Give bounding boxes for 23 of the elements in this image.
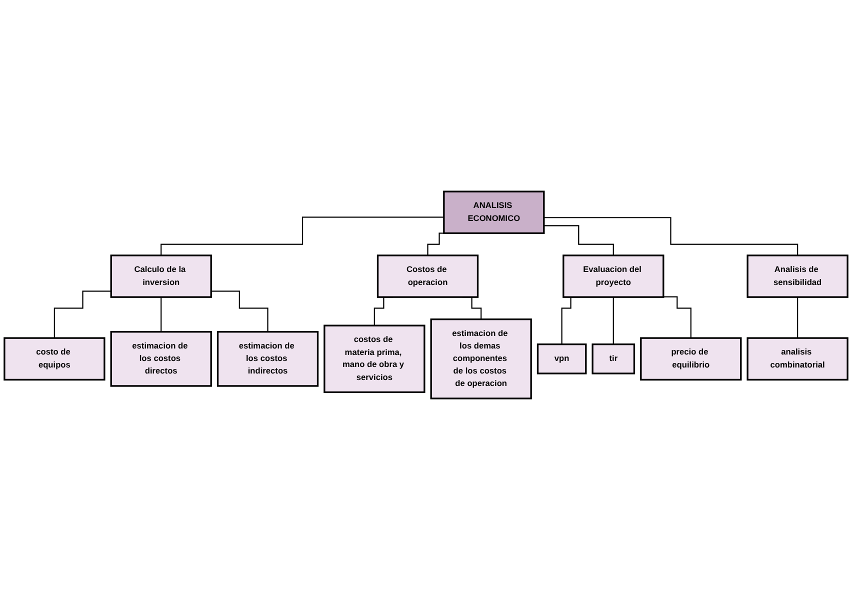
node-box: Analisis de sensibilidad [746, 254, 848, 298]
connector [160, 216, 444, 256]
node-box: costo de equipos [4, 337, 106, 381]
node-box: estimacion de los costos directos [110, 330, 212, 387]
node-box: vpn [536, 343, 587, 374]
node-box: Evaluacion del proyecto [562, 254, 664, 298]
node-box: tir [592, 343, 636, 374]
node-box: estimacion de los demas componentes de los costos de operacion [430, 318, 532, 400]
connector [211, 290, 268, 332]
connector [612, 296, 614, 345]
node-box: estimacion de los costos indirectos [216, 330, 319, 387]
node-box: precio de equilibrio [640, 337, 742, 381]
connector [797, 296, 798, 339]
connector [54, 290, 112, 339]
node-box: costos de materia prima, mano de obra y servicios [324, 324, 426, 394]
node-box: Calculo de la inversion [110, 254, 212, 298]
connector [160, 296, 162, 332]
connector [663, 296, 692, 339]
node-box: Costos de operacion [376, 254, 479, 298]
connector [544, 225, 614, 256]
node-box: ANALISIS ECONOMICO [443, 190, 545, 234]
node-box: analisis combinatorial [746, 337, 848, 381]
connector [544, 217, 798, 256]
